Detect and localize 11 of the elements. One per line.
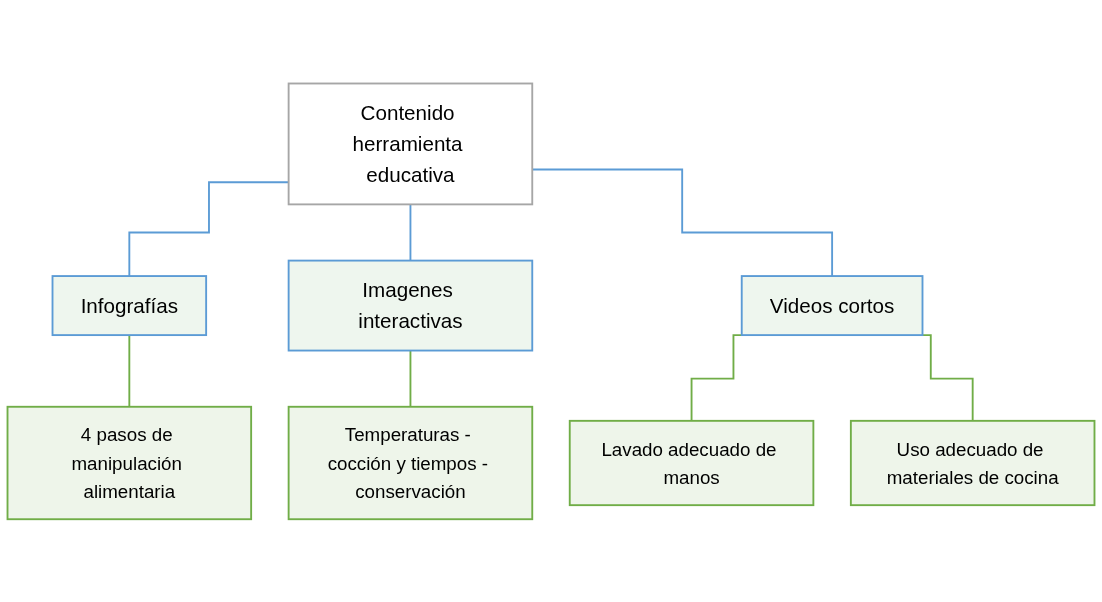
node-box: Uso adecuado de materiales de cocina (849, 419, 1096, 506)
node-box: Videos cortos (740, 274, 924, 336)
node-box: Imagenes interactivas (287, 259, 534, 352)
node-box: 4 pasos de manipulación alimentaria (6, 405, 253, 520)
connector (128, 333, 131, 408)
connector (409, 203, 412, 262)
node-box: Infografías (51, 274, 208, 336)
node-box: Temperaturas - cocción y tiempos - conservación (287, 405, 534, 520)
node-box: Lavado adecuado de manos (568, 419, 815, 506)
connector (409, 349, 412, 408)
node-box: Contenido herramienta educativa (287, 82, 534, 205)
